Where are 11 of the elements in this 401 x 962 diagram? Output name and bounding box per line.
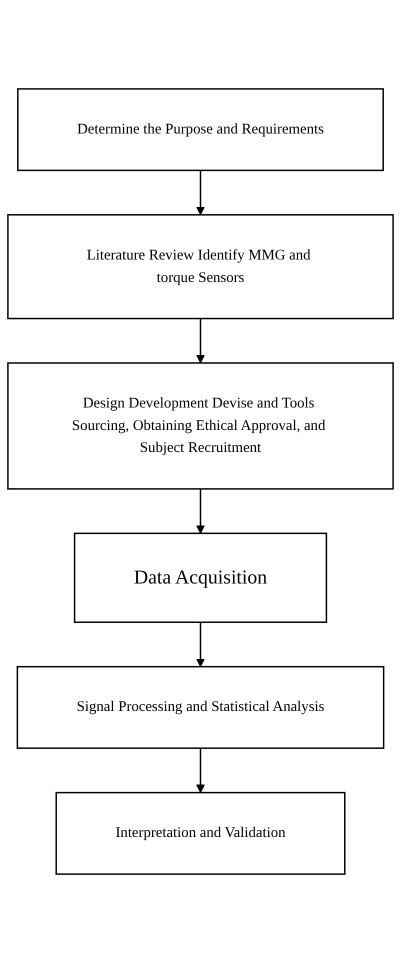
arrow bbox=[196, 622, 205, 667]
arrow bbox=[196, 748, 205, 792]
arrow bbox=[196, 488, 205, 534]
node-box: Signal Processing and Statistical Analysis bbox=[16, 665, 384, 748]
arrow bbox=[196, 170, 205, 215]
node-box: Determine the Purpose and Requirements bbox=[17, 88, 384, 171]
node-box: Design Development Devise and Tools Sourcing, Obtaining Ethical Approval, and Subject Recruitment bbox=[7, 362, 394, 490]
node-box: Literature Review Identify MMG and torque Sensors bbox=[7, 214, 394, 319]
node-box: Interpretation and Validation bbox=[55, 791, 346, 874]
node-box: Data Acquisition bbox=[74, 532, 328, 622]
arrow bbox=[196, 318, 205, 363]
